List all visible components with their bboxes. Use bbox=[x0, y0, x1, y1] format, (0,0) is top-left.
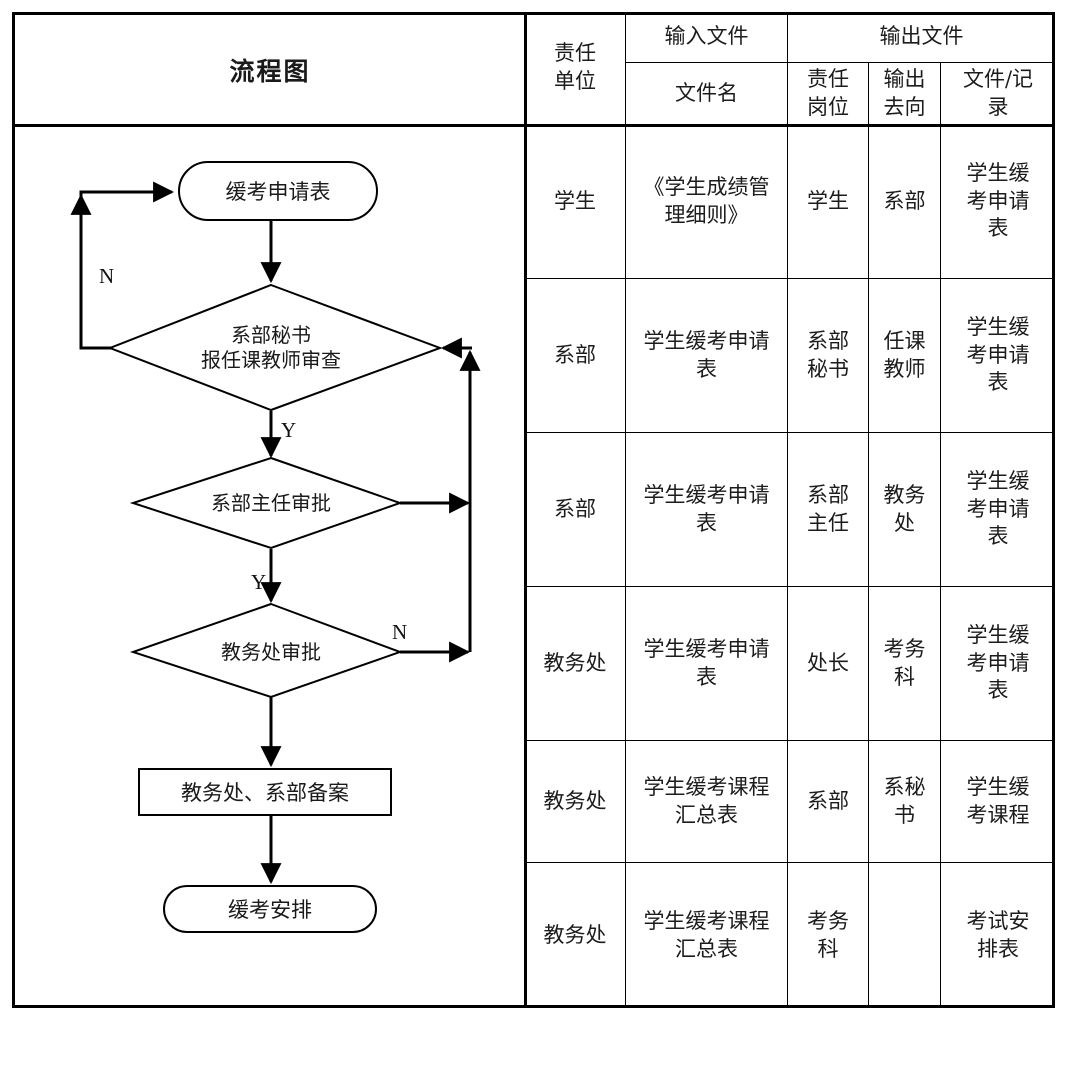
node-end-terminator: 缓考安排 bbox=[163, 885, 377, 933]
row-rule-3 bbox=[524, 586, 1055, 587]
branch-label-d1-yes: Y bbox=[281, 418, 297, 442]
table-row: 教务处 bbox=[543, 922, 607, 947]
table-row: 学生 bbox=[807, 188, 849, 213]
decision-d3 bbox=[129, 602, 403, 699]
table-row: 考务 科 bbox=[883, 636, 926, 689]
node-start-terminator: 缓考申请表 bbox=[178, 161, 378, 221]
table-row: 考试安 排表 bbox=[966, 908, 1030, 961]
row-rule-2 bbox=[524, 432, 1055, 433]
row-rule-5 bbox=[524, 862, 1055, 863]
table-row: 学生缓 考课程 bbox=[966, 774, 1030, 827]
branch-label-d3-no: N bbox=[392, 620, 408, 644]
branch-label-d1-no: N bbox=[99, 264, 115, 288]
table-row: 学生 bbox=[554, 188, 596, 213]
col-rule-post bbox=[868, 62, 869, 1008]
table-row: 系部 秘书 bbox=[807, 328, 849, 381]
flowchart-table-divider bbox=[524, 12, 527, 1008]
header-responsible-post: 责任 岗位 bbox=[807, 66, 849, 119]
document-outer-border bbox=[12, 12, 1055, 1008]
branch-label-d2-yes: Y bbox=[251, 570, 267, 594]
edge-d1-no-loop bbox=[79, 181, 175, 350]
header-filename: 文件名 bbox=[675, 80, 738, 105]
header-output-file-group: 输出文件 bbox=[879, 24, 964, 49]
table-row: 系部 bbox=[883, 188, 926, 213]
table-row: 系部 bbox=[554, 496, 596, 521]
decision-d2 bbox=[129, 456, 404, 550]
table-row: 学生缓考申请 表 bbox=[643, 482, 770, 535]
header-bottom-rule bbox=[524, 124, 1055, 127]
table-row: 学生缓考申请 表 bbox=[643, 636, 770, 689]
table-row: 系部 bbox=[807, 788, 849, 813]
node-record-label: 教务处、系部备案 bbox=[181, 781, 349, 805]
header-input-file-group: 输入文件 bbox=[664, 24, 749, 49]
table-row: 系秘 书 bbox=[883, 774, 926, 827]
table-row: 教务处 bbox=[543, 788, 607, 813]
table-row: 学生缓考课程 汇总表 bbox=[643, 908, 770, 961]
table-row: 系部 bbox=[554, 342, 596, 367]
table-row: 教务处 bbox=[543, 650, 607, 675]
table-row: 系部 主任 bbox=[807, 482, 849, 535]
col-rule-input bbox=[787, 12, 788, 1008]
title-underline bbox=[12, 124, 525, 127]
row-rule-4 bbox=[524, 740, 1055, 741]
table-row: 学生缓 考申请 表 bbox=[966, 314, 1030, 395]
node-end-label: 缓考安排 bbox=[228, 898, 312, 922]
table-row: 《学生成绩管 理细则》 bbox=[643, 174, 770, 227]
table-row: 处长 bbox=[807, 650, 849, 675]
table-row: 学生缓 考申请 表 bbox=[966, 160, 1030, 241]
table-row: 学生缓 考申请 表 bbox=[966, 622, 1030, 703]
row-rule-1 bbox=[524, 278, 1055, 279]
header-sub-rule bbox=[625, 62, 1055, 63]
header-responsible-unit: 责任 单位 bbox=[554, 41, 596, 93]
table-row: 学生缓考申请 表 bbox=[643, 328, 770, 381]
table-row: 学生缓考课程 汇总表 bbox=[643, 774, 770, 827]
table-row: 任课 教师 bbox=[883, 328, 926, 381]
table-row: 考务 科 bbox=[807, 908, 849, 961]
table-row: 教务 处 bbox=[883, 482, 926, 535]
header-file-record: 文件/记 录 bbox=[962, 66, 1034, 119]
col-rule-unit bbox=[625, 12, 626, 1008]
table-row: 学生缓 考申请 表 bbox=[966, 468, 1030, 549]
table-row bbox=[869, 863, 940, 1008]
col-rule-dest bbox=[940, 62, 941, 1008]
node-record-process: 教务处、系部备案 bbox=[138, 768, 392, 816]
decision-d1 bbox=[107, 283, 443, 412]
node-start-label: 缓考申请表 bbox=[225, 180, 331, 204]
page-title: 流程图 bbox=[229, 57, 311, 86]
header-output-destination: 输出 去向 bbox=[883, 66, 926, 119]
